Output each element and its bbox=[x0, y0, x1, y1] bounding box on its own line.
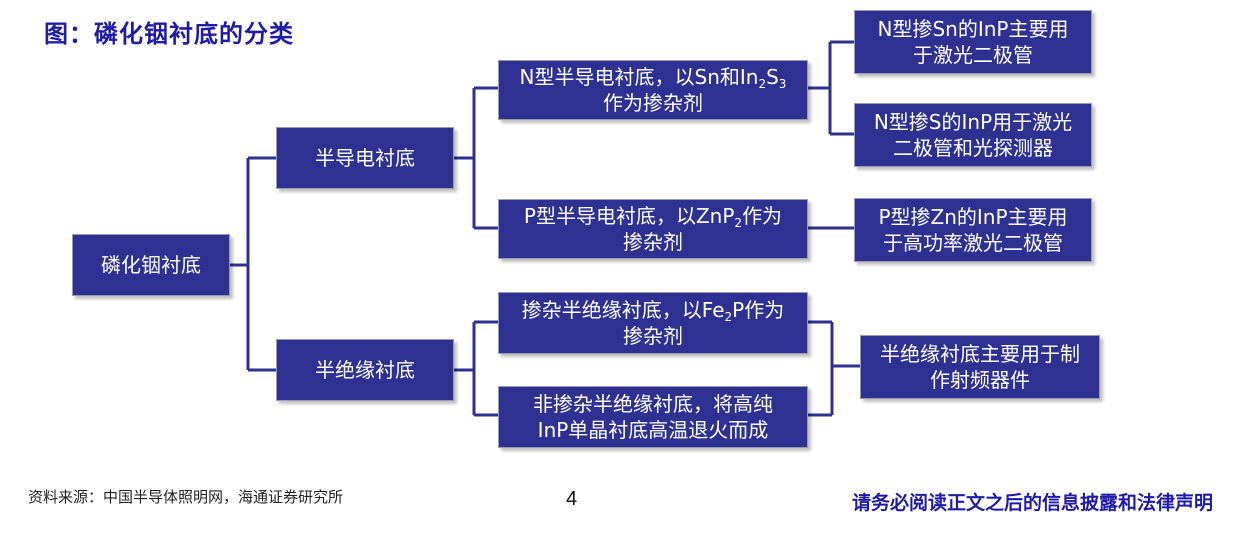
disclaimer-notice: 请务必阅读正文之后的信息披露和法律声明 bbox=[851, 492, 1213, 514]
node-n-type-substrate: N型半导电衬底，以Sn和In2S3 作为掺杂剂 bbox=[498, 60, 808, 120]
node-p-type-substrate: P型半导电衬底，以ZnP2作为 掺杂剂 bbox=[498, 199, 808, 259]
node-app-semi-insulating: 半绝缘衬底主要用于制 作射频器件 bbox=[860, 335, 1100, 399]
source-note: 资料来源：中国半导体照明网，海通证券研究所 bbox=[28, 488, 344, 506]
node-root: 磷化铟衬底 bbox=[72, 234, 230, 296]
page-title: 图：磷化铟衬底的分类 bbox=[44, 20, 294, 48]
node-semiconducting: 半导电衬底 bbox=[276, 127, 454, 189]
node-app-sn-doped: N型掺Sn的InP主要用 于激光二极管 bbox=[854, 10, 1092, 74]
node-undoped-semi-insulating: 非掺杂半绝缘衬底，将高纯 InP单晶衬底高温退火而成 bbox=[498, 386, 808, 448]
node-app-s-doped: N型掺S的InP用于激光 二极管和光探测器 bbox=[854, 103, 1092, 167]
node-doped-semi-insulating: 掺杂半绝缘衬底，以Fe2P作为 掺杂剂 bbox=[498, 292, 808, 354]
node-app-zn-doped: P型掺Zn的InP主要用 于高功率激光二极管 bbox=[854, 198, 1092, 262]
page-number: 4 bbox=[566, 488, 578, 510]
node-semi-insulating: 半绝缘衬底 bbox=[276, 339, 454, 401]
